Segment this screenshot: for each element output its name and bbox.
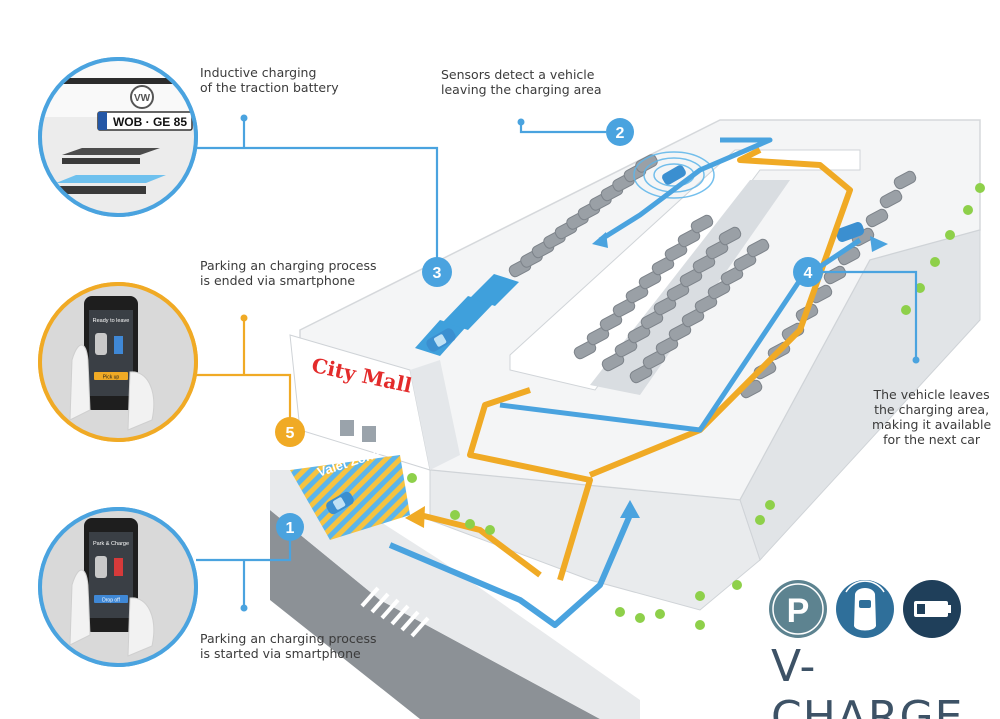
ground-charging-pad [56, 175, 166, 183]
step-marker-3: 3 [422, 257, 452, 287]
tree [615, 607, 625, 617]
tree [915, 283, 925, 293]
step-marker-5: 5 [275, 417, 305, 447]
blue-arrow-left [592, 232, 608, 248]
tree [732, 580, 742, 590]
tree [963, 205, 973, 215]
orange-route-in [467, 387, 593, 581]
blue-route-exit [499, 237, 862, 433]
svg-text:Drop off: Drop off [102, 598, 120, 604]
tree [635, 613, 645, 623]
vw-logo [130, 85, 154, 109]
tree [465, 519, 475, 529]
phone-dropoff-closeup: Park & Charge Drop off [38, 507, 198, 667]
parked-car [635, 154, 658, 173]
exiting-car [662, 165, 686, 185]
svg-text:4: 4 [804, 265, 813, 282]
hand-glove [69, 344, 91, 421]
parked-car [893, 170, 917, 190]
phone-pickup-closeup: Ready to leave Pick up [38, 282, 198, 442]
parked-car [823, 265, 847, 285]
street-shoulder [270, 470, 640, 719]
step-marker-4: 4 [793, 257, 823, 287]
car-charging-pad [62, 148, 160, 155]
tree [450, 510, 460, 520]
step-4-caption: The vehicle leaves the charging area, ma… [872, 387, 992, 447]
blue-arrow-right [870, 236, 888, 252]
garage-east-wall [739, 229, 981, 561]
sensor-car-icon [836, 580, 894, 638]
svg-text:P: P [787, 592, 810, 630]
leader-dots [240, 114, 920, 612]
blue-arrow-up [620, 500, 640, 518]
svg-text:Pick up: Pick up [103, 375, 120, 381]
svg-text:Ready to leave: Ready to leave [93, 318, 130, 324]
parked-car [718, 226, 742, 246]
dropoff-button [94, 595, 128, 603]
parked-car [879, 189, 903, 209]
svg-text:WOB · GE 85: WOB · GE 85 [113, 115, 187, 129]
parked-car [690, 214, 714, 234]
svg-text:5: 5 [286, 425, 295, 442]
tree [945, 230, 955, 240]
pickup-button [94, 372, 128, 380]
inductive-charging-closeup: VW WOB · GE 85 [38, 57, 198, 217]
tree [765, 500, 775, 510]
svg-text:1: 1 [286, 520, 295, 537]
tree [655, 609, 665, 619]
step-3-caption: Inductive charging of the traction batte… [200, 65, 339, 95]
step-1-caption: Parking an charging process is started v… [200, 631, 377, 661]
tree [407, 473, 417, 483]
trees-group [407, 183, 985, 630]
charging-car [426, 328, 456, 352]
step-2-caption: Sensors detect a vehicle leaving the cha… [441, 67, 602, 97]
tree [755, 515, 765, 525]
blue-route-sensor [598, 137, 773, 243]
orange-arrow-head [405, 506, 425, 528]
crosswalk [360, 586, 430, 638]
parking-icon: P [769, 580, 827, 638]
parked-car [865, 208, 889, 228]
mall-side [410, 360, 460, 470]
leaving-car [835, 222, 865, 242]
svg-text:3: 3 [433, 265, 442, 282]
tree [695, 620, 705, 630]
tree [930, 257, 940, 267]
battery-icon [903, 580, 961, 638]
tree [901, 305, 911, 315]
tree [975, 183, 985, 193]
tree [485, 525, 495, 535]
svg-text:Park & Charge: Park & Charge [93, 541, 129, 547]
parked-car [746, 238, 770, 258]
orange-route-exit [419, 512, 542, 578]
step-marker-2: 2 [606, 118, 634, 146]
step-marker-1: 1 [276, 513, 304, 541]
svg-text:2: 2 [616, 125, 625, 142]
valet-car [326, 491, 354, 515]
blue-route-main [388, 513, 633, 628]
svg-text:VW: VW [134, 93, 151, 104]
tree [695, 591, 705, 601]
v-charge-wordmark: V-CHARGE [771, 641, 964, 719]
step-5-caption: Parking an charging process is ended via… [200, 258, 377, 288]
street [270, 510, 600, 719]
